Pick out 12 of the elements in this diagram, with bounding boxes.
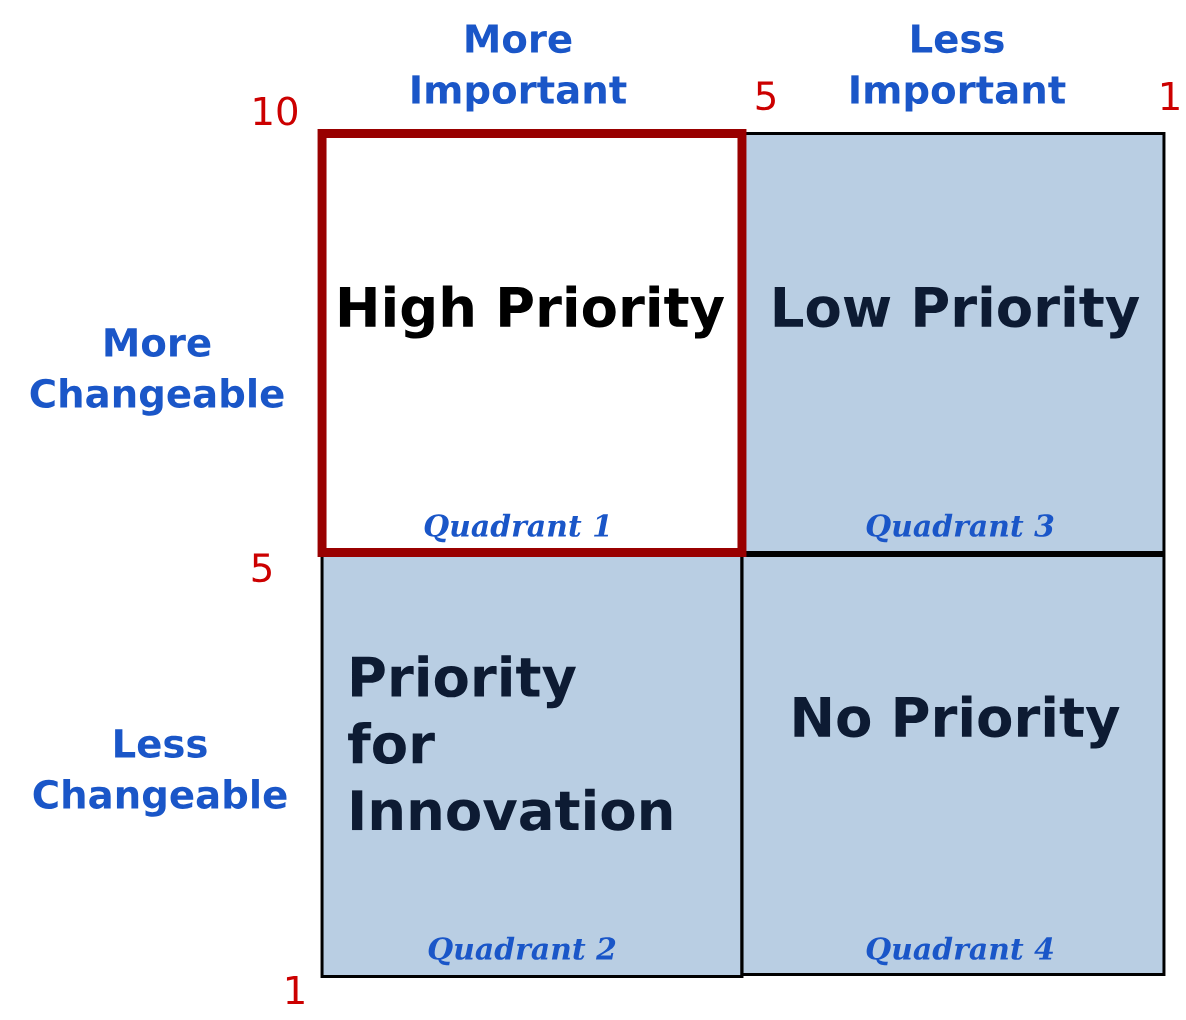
scale-number: 1	[1161, 81, 1179, 111]
quadrant-box: Low Priority Quadrant 3	[740, 132, 1166, 554]
axis-label: Less Important	[851, 24, 1066, 112]
quadrant-box: High Priority Quadrant 1	[317, 129, 747, 557]
quadrant-box: No Priority Quadrant 4	[740, 554, 1166, 976]
quadrant-box: Priority for Innovation Quadrant 2	[320, 554, 744, 978]
scale-number: 10	[254, 96, 297, 126]
axis-label: Less Changeable	[33, 729, 287, 817]
scale-number: 5	[252, 553, 271, 583]
axis-label: More Changeable	[30, 328, 284, 416]
scale-number: 1	[286, 975, 304, 1005]
scale-number: 5	[756, 81, 775, 111]
